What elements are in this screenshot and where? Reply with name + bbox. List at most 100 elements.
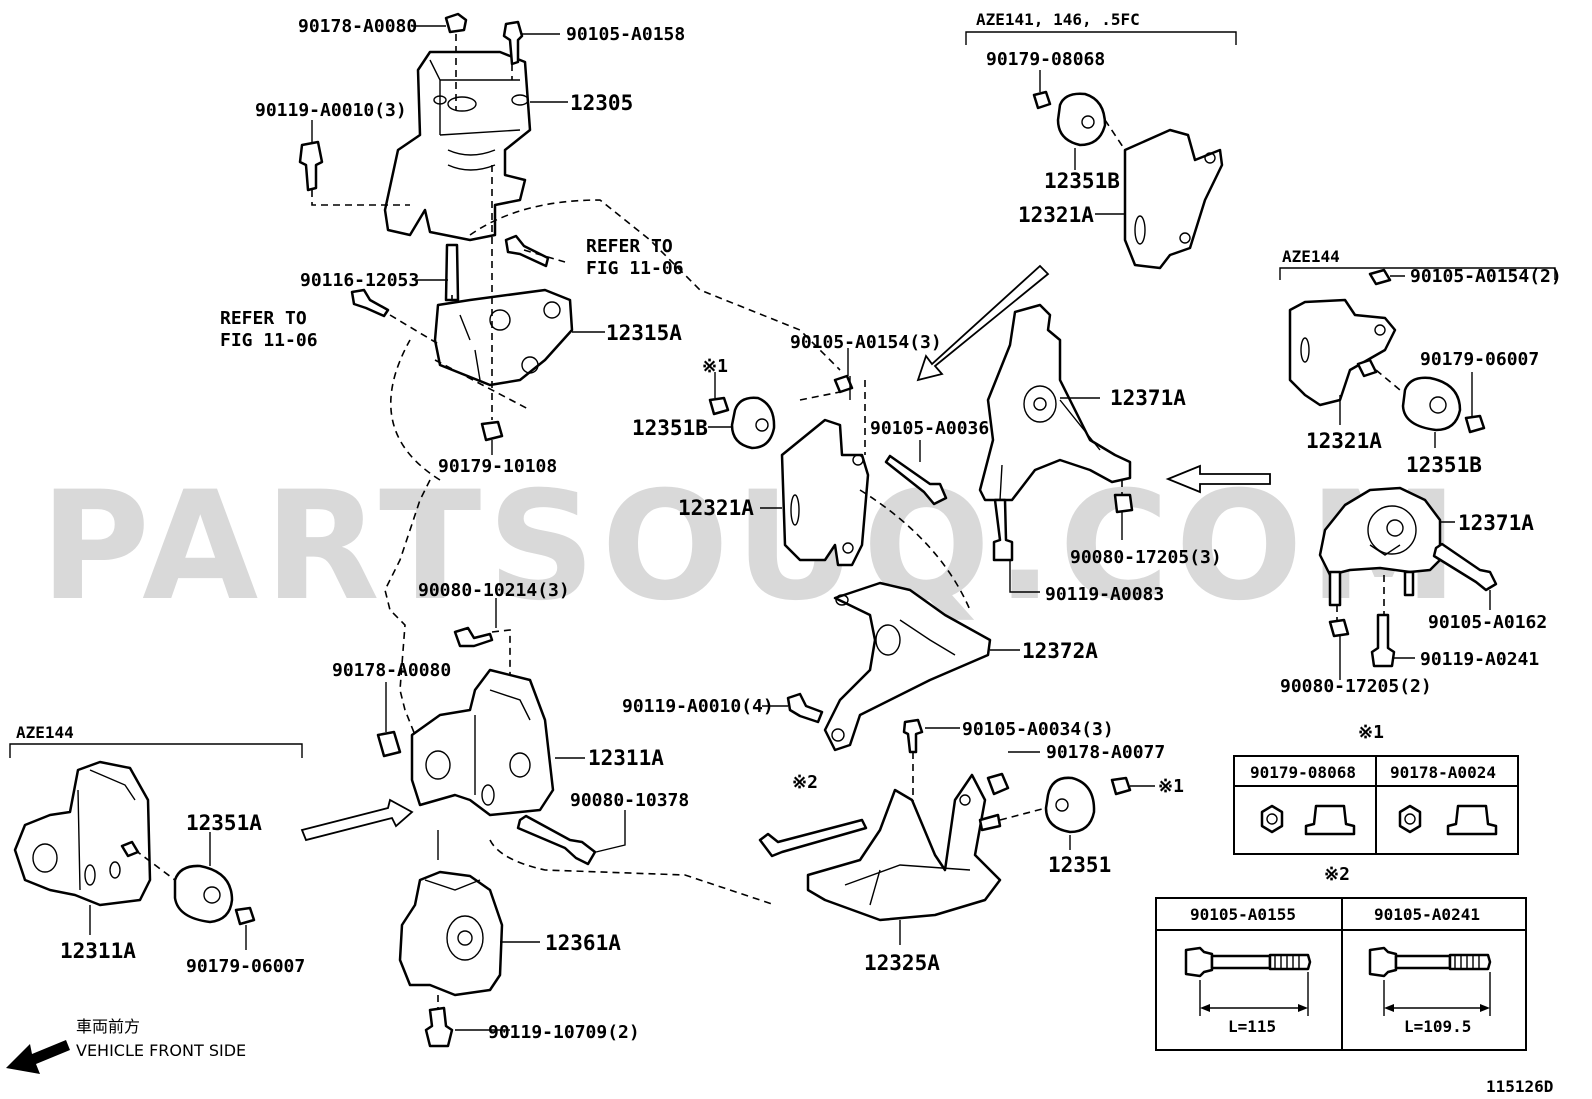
bolt-90105-A0036 <box>884 454 948 506</box>
mount-12371A-right <box>1318 486 1442 577</box>
label-90119-10709-2: 90119-10709(2) <box>488 1022 640 1043</box>
table1-mark: ※1 <box>1358 722 1384 743</box>
nut-90179-10108 <box>480 420 504 442</box>
table1-col2: 90178-A0024 <box>1390 763 1496 782</box>
direction-arrow-left <box>300 798 414 842</box>
front-arrow-icon <box>6 1040 70 1074</box>
reference-table-1: ※1 90179-08068 90178-A0024 <box>1233 722 1519 855</box>
table2-len2: L=109.5 <box>1404 1017 1471 1036</box>
nut-90179-08068-top <box>1032 90 1052 110</box>
label-variant-right: AZE144 <box>1282 247 1340 266</box>
label-mark1-lower: ※1 <box>1158 776 1184 797</box>
label-12371A-mid: 12371A <box>1110 386 1186 410</box>
label-90179-10108: 90179-10108 <box>438 456 557 477</box>
bolt-90105-A0034 <box>902 718 924 754</box>
label-12315A: 12315A <box>606 321 682 345</box>
label-12325A: 12325A <box>864 951 940 975</box>
nut-icon-08068 <box>1260 804 1284 834</box>
front-note-en: VEHICLE FRONT SIDE <box>76 1041 246 1060</box>
table1-col1: 90179-08068 <box>1250 763 1356 782</box>
label-90119-A0010-4: 90119-A0010(4) <box>622 696 774 717</box>
label-12321A-right: 12321A <box>1306 429 1382 453</box>
label-mark2-mid: ※2 <box>792 772 818 793</box>
insulator-12351B-top <box>1056 92 1107 147</box>
mount-12361A <box>398 870 504 997</box>
bolt-90105-A0162 <box>1432 542 1498 592</box>
bolt-icon-A0155 <box>1184 946 1312 1016</box>
insulator-12351B-mid <box>730 396 776 450</box>
label-90080-17205-3: 90080-17205(3) <box>1070 547 1222 568</box>
stud-90116-12053 <box>444 243 460 302</box>
label-variant-left: AZE144 <box>16 723 74 742</box>
label-90119-A0010-3: 90119-A0010(3) <box>255 100 407 121</box>
label-12321A-mid: 12321A <box>678 496 754 520</box>
bolt-refer-lower <box>350 288 390 318</box>
stud-right-a <box>1328 570 1342 607</box>
bracket-12372A <box>823 581 992 752</box>
insulator-12351A <box>173 864 234 924</box>
label-90178-A0080-mid: 90178-A0080 <box>332 660 451 681</box>
label-90179-06007-right: 90179-06007 <box>1420 349 1539 370</box>
bracket-12325A <box>806 773 1002 922</box>
stud-right-b <box>1403 570 1415 597</box>
label-90179-08068-top: 90179-08068 <box>986 49 1105 70</box>
bolt-90119-A0241 <box>1370 613 1396 668</box>
label-90119-A0241: 90119-A0241 <box>1420 649 1539 670</box>
label-12351B-right: 12351B <box>1406 453 1482 477</box>
label-12311A-left: 12311A <box>60 939 136 963</box>
bracket-12321A-right <box>1288 298 1397 407</box>
nut-marked-1-lower <box>1110 776 1132 796</box>
label-12351B-mid: 12351B <box>632 416 708 440</box>
label-90119-A0083: 90119-A0083 <box>1045 584 1164 605</box>
label-refer-upper-2: FIG 11-06 <box>586 258 684 279</box>
label-12311A-mid: 12311A <box>588 746 664 770</box>
bracket-12311A-center <box>410 668 555 817</box>
nut-90080-17205 <box>1113 493 1134 514</box>
insulator-12351 <box>1044 776 1096 834</box>
bolt-90178-A0080-top <box>444 12 468 34</box>
nut-90080-17205-2 <box>1328 618 1350 638</box>
label-12305: 12305 <box>570 91 633 115</box>
bolt-90119-A0010 <box>298 140 324 192</box>
label-90105-A0162: 90105-A0162 <box>1428 612 1547 633</box>
insulator-12351B-right <box>1401 376 1462 432</box>
label-90105-A0154-2: 90105-A0154(2) <box>1410 266 1562 287</box>
nut-90179-06007-left <box>234 906 256 926</box>
bolt-90080-10378 <box>516 814 597 866</box>
bracket-12311A-left <box>13 760 152 907</box>
label-90105-A0158: 90105-A0158 <box>566 24 685 45</box>
label-variant-top: AZE141, 146, .5FC <box>976 10 1140 29</box>
nut-marked-1 <box>708 396 730 416</box>
label-90080-17205-2: 90080-17205(2) <box>1280 676 1432 697</box>
bolt-90119-A0010-4 <box>786 692 824 724</box>
bolt-90105-A0154-mid <box>833 374 854 394</box>
table2-col2: 90105-A0241 <box>1374 905 1480 924</box>
label-refer-lower-1: REFER TO <box>220 308 307 329</box>
bracket-12315A <box>433 288 574 387</box>
part-12305-mount <box>383 50 532 242</box>
label-12351: 12351 <box>1048 853 1111 877</box>
label-refer-lower-2: FIG 11-06 <box>220 330 318 351</box>
direction-arrow-top <box>916 264 1050 382</box>
label-90080-10214-3: 90080-10214(3) <box>418 580 570 601</box>
nut-90178-A0077 <box>986 772 1010 796</box>
label-90105-A0034-3: 90105-A0034(3) <box>962 719 1114 740</box>
bolt-marked-2 <box>758 818 868 858</box>
label-refer-upper-1: REFER TO <box>586 236 673 257</box>
label-12361A: 12361A <box>545 931 621 955</box>
vehicle-front-note: 車両前方 VEHICLE FRONT SIDE <box>6 1017 246 1074</box>
nut-icon-A0024 <box>1398 804 1422 834</box>
label-90116-12053: 90116-12053 <box>300 270 419 291</box>
bracket-12321A-mid <box>780 418 870 567</box>
direction-arrow-right <box>1165 464 1271 494</box>
label-90105-A0154-3: 90105-A0154(3) <box>790 332 942 353</box>
label-mark1-mid: ※1 <box>702 356 728 377</box>
front-note-jp: 車両前方 <box>76 1017 140 1036</box>
table2-mark: ※2 <box>1324 864 1350 885</box>
label-90178-A0077: 90178-A0077 <box>1046 742 1165 763</box>
label-12351B-top: 12351B <box>1044 169 1120 193</box>
watermark: PARTSOUQ.COM <box>40 460 1464 634</box>
label-90178-A0080-top: 90178-A0080 <box>298 16 417 37</box>
nut-90178-A0080-mid <box>376 730 402 758</box>
